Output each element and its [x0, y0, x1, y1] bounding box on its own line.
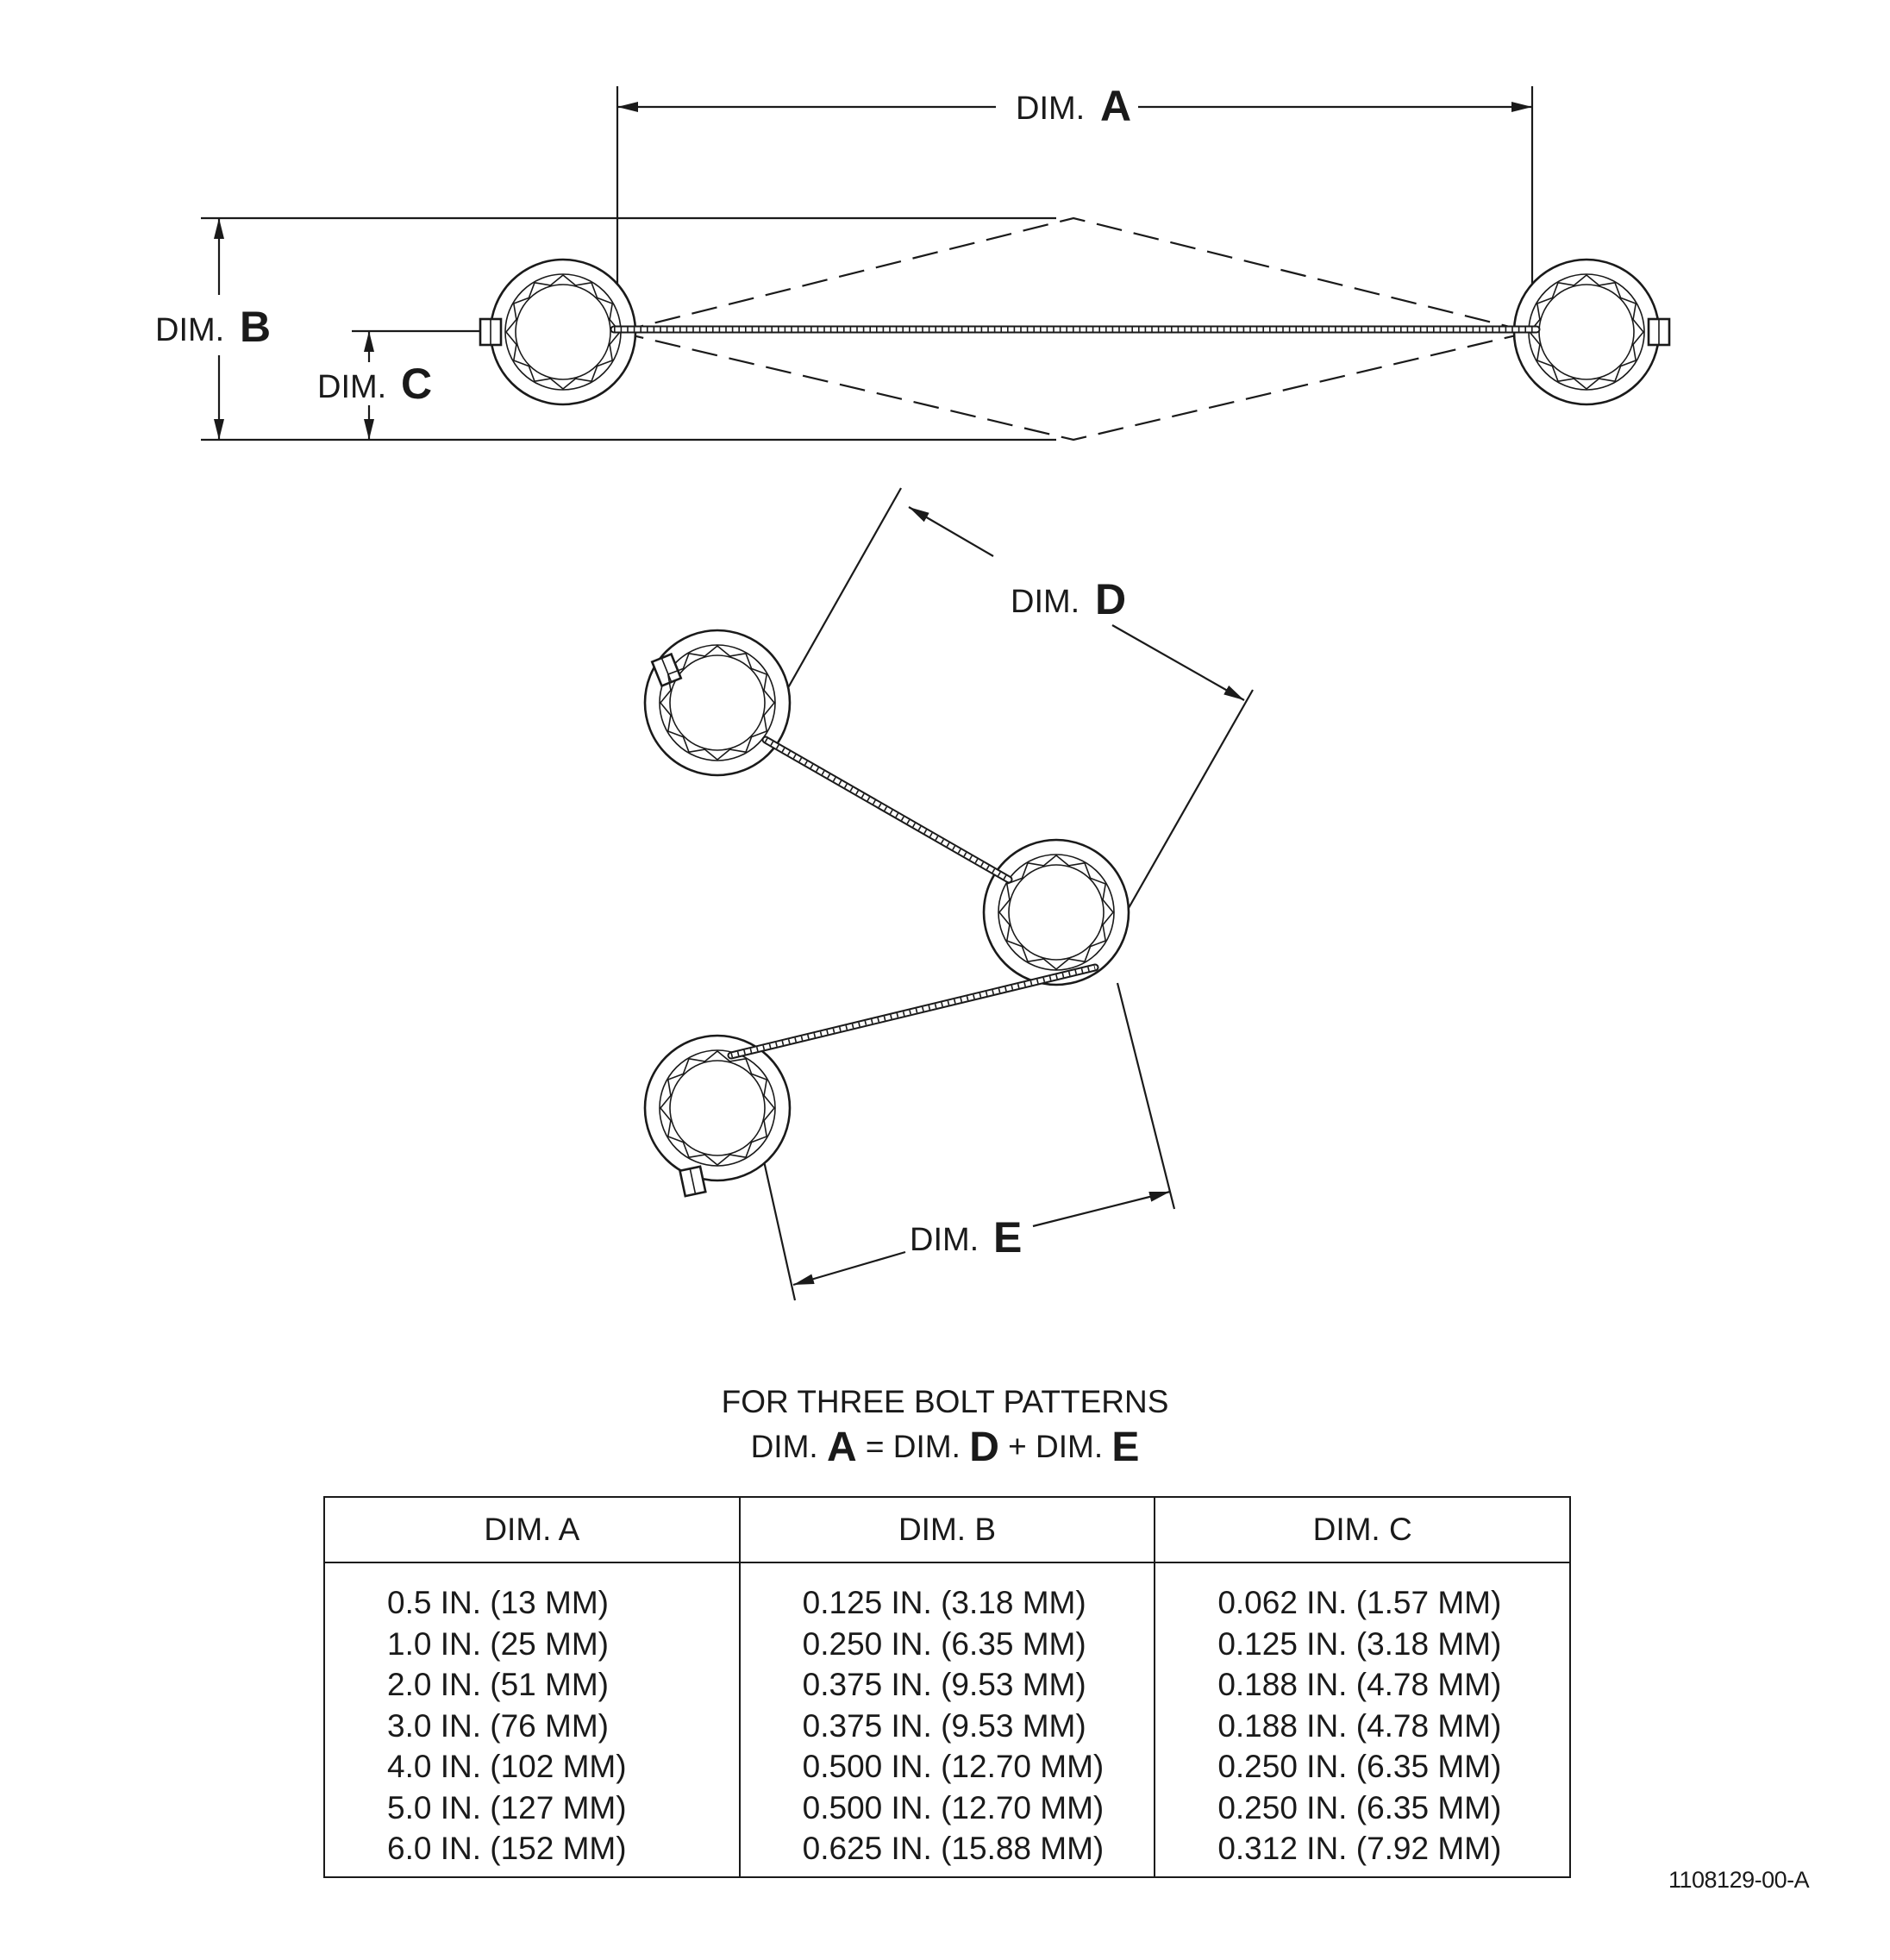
bolt-head-top: [643, 629, 792, 777]
dim-c-prefix: DIM.: [317, 369, 386, 405]
bolt-head-left-socket: [504, 273, 622, 391]
safety-wire-lower: [727, 963, 1099, 1060]
dim-d-arrow-lower: [1111, 624, 1245, 701]
three-bolt-view: DIM. D DIM. E: [643, 487, 1254, 1301]
table-header-row: DIM. A DIM. B DIM. C: [323, 1497, 1571, 1563]
header-dim-b: DIM. B: [738, 1497, 1156, 1563]
cell-b-7: 0.625 IN. (15.88 MM): [802, 1831, 1105, 1866]
cell-a-5: 4.0 IN. (102 MM): [387, 1749, 627, 1784]
safety-wire-upper: [761, 736, 1013, 884]
bolt-head-middle: [982, 838, 1130, 986]
dim-c-letter: C: [401, 360, 432, 408]
dim-e-prefix: DIM.: [910, 1222, 979, 1258]
table-row: 0.5 IN. (13 MM) 1.0 IN. (25 MM) 2.0 IN. …: [323, 1562, 1571, 1877]
dim-d-extension-left: [767, 487, 902, 725]
cell-a-3: 2.0 IN. (51 MM): [387, 1667, 609, 1702]
cell-b-2: 0.250 IN. (6.35 MM): [802, 1625, 1086, 1662]
note-letter-a: A: [826, 1425, 857, 1470]
cell-a-7: 6.0 IN. (152 MM): [387, 1831, 627, 1866]
header-dim-a: DIM. A: [323, 1497, 741, 1563]
cell-c-5: 0.250 IN. (6.35 MM): [1217, 1749, 1502, 1784]
two-bolt-view: DIM. A DIM. B DIM. C: [155, 82, 1671, 441]
cell-c-4: 0.188 IN. (4.78 MM): [1217, 1707, 1502, 1744]
column-dim-c: 0.062 IN. (1.57 MM) 0.125 IN. (3.18 MM) …: [1154, 1562, 1571, 1877]
note-plus: +: [1008, 1429, 1027, 1464]
dim-e-extension-right: [1116, 982, 1176, 1210]
bolt-head-top-socket: [659, 644, 776, 761]
cell-c-1: 0.062 IN. (1.57 MM): [1217, 1585, 1502, 1620]
note-equals: =: [865, 1429, 885, 1464]
cell-c-6: 0.250 IN. (6.35 MM): [1217, 1789, 1502, 1825]
note-dim-1: DIM.: [750, 1429, 818, 1464]
dimension-table: DIM. A DIM. B DIM. C 0.5 IN. (13 MM) 1.0…: [323, 1496, 1571, 1878]
dim-e-letter: E: [993, 1213, 1022, 1262]
three-bolt-note: FOR THREE BOLT PATTERNS DIM. A = DIM. D …: [0, 1380, 1890, 1470]
cell-c-7: 0.312 IN. (7.92 MM): [1217, 1831, 1502, 1866]
column-dim-b: 0.125 IN. (3.18 MM) 0.250 IN. (6.35 MM) …: [738, 1562, 1156, 1877]
dim-d-arrow-upper: [908, 506, 994, 557]
header-dim-c: DIM. C: [1154, 1497, 1571, 1563]
dim-d-prefix: DIM.: [1011, 584, 1080, 620]
cell-b-1: 0.125 IN. (3.18 MM): [802, 1585, 1086, 1620]
cell-a-4: 3.0 IN. (76 MM): [387, 1707, 609, 1744]
cell-a-6: 5.0 IN. (127 MM): [387, 1789, 627, 1825]
note-line-1: FOR THREE BOLT PATTERNS: [721, 1384, 1169, 1419]
dim-a-letter: A: [1100, 82, 1131, 130]
document-number: 1108129-00-A: [1668, 1867, 1810, 1893]
cell-a-1: 0.5 IN. (13 MM): [387, 1585, 609, 1620]
dim-e-arrow-right: [1032, 1190, 1171, 1228]
dim-a-prefix: DIM.: [1016, 91, 1085, 127]
cell-b-3: 0.375 IN. (9.53 MM): [802, 1667, 1086, 1702]
note-letter-d: D: [969, 1425, 999, 1470]
dim-d-letter: D: [1095, 575, 1126, 623]
bolt-head-bottom-socket: [659, 1049, 776, 1167]
dim-d-extension-right: [1124, 689, 1254, 915]
bolt-head-left: [479, 258, 637, 406]
note-dim-3: DIM.: [1036, 1429, 1104, 1464]
bolt-head-bottom: [643, 1034, 792, 1198]
dim-b-letter: B: [240, 303, 271, 351]
cell-c-2: 0.125 IN. (3.18 MM): [1217, 1625, 1502, 1662]
bolt-head-middle-socket: [998, 854, 1115, 971]
column-dim-a: 0.5 IN. (13 MM) 1.0 IN. (25 MM) 2.0 IN. …: [323, 1562, 741, 1877]
dim-b-prefix: DIM.: [155, 312, 224, 348]
note-letter-e: E: [1111, 1425, 1140, 1470]
note-formula: DIM. A = DIM. D + DIM. E: [0, 1425, 1890, 1470]
note-dim-2: DIM.: [892, 1429, 961, 1464]
cell-a-2: 1.0 IN. (25 MM): [387, 1625, 609, 1662]
cell-c-3: 0.188 IN. (4.78 MM): [1217, 1667, 1502, 1702]
cell-b-5: 0.500 IN. (12.70 MM): [802, 1749, 1105, 1784]
cell-b-4: 0.375 IN. (9.53 MM): [802, 1707, 1086, 1744]
dim-e-arrow-left: [792, 1250, 906, 1287]
cell-b-6: 0.500 IN. (12.70 MM): [802, 1789, 1105, 1825]
deflection-envelope-upper: [617, 216, 1531, 334]
deflection-envelope-lower: [617, 330, 1531, 441]
